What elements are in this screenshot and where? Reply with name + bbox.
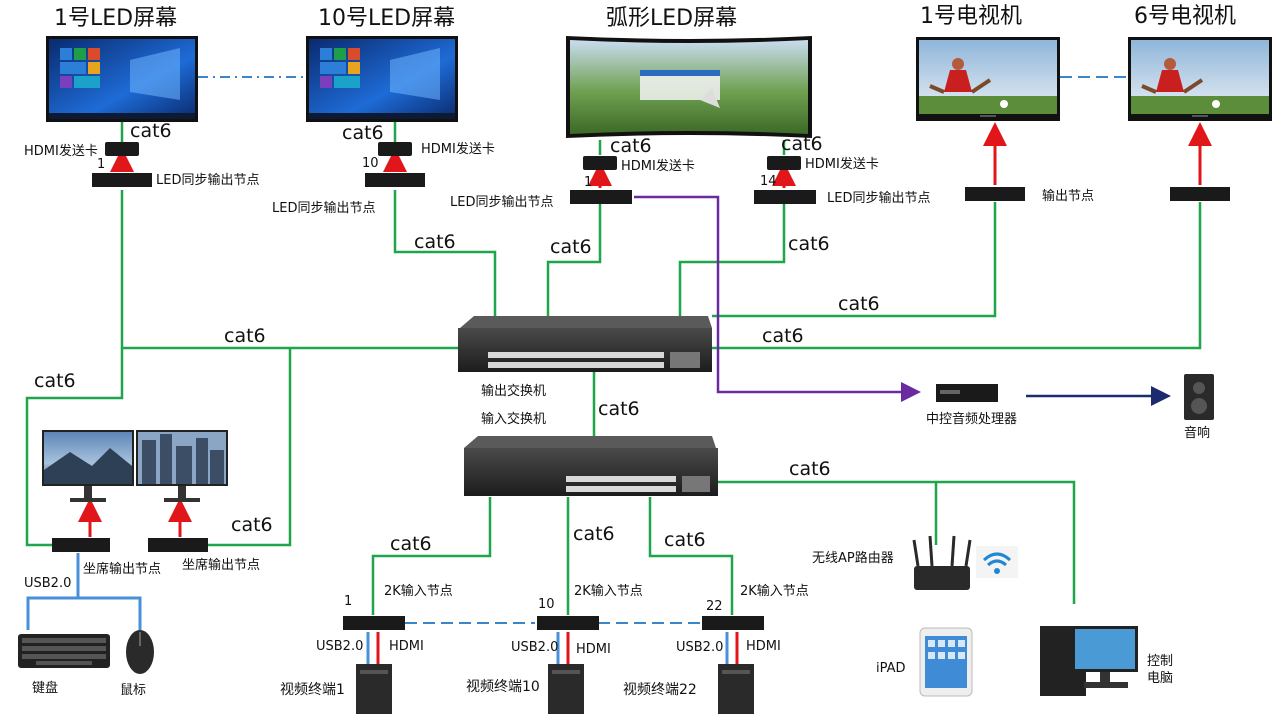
cat6-label: cat6 [598, 398, 640, 420]
tv1-title: 1号电视机 [920, 4, 1022, 29]
keyboard-icon [18, 634, 110, 668]
tv1-screen [916, 37, 1060, 121]
input-node-2k-label: 2K输入节点 [574, 584, 643, 599]
cat6-label: cat6 [34, 370, 76, 392]
led1-title: 1号LED屏幕 [54, 6, 178, 31]
cat6-label: cat6 [789, 458, 831, 480]
control-pc-icon [1040, 626, 1138, 696]
led10-title: 10号LED屏幕 [318, 6, 456, 31]
usb-label: USB2.0 [511, 640, 559, 655]
hdmi-sender-label: HDMI发送卡 [24, 144, 98, 159]
curved-led-title: 弧形LED屏幕 [606, 6, 738, 31]
wireless-ap-label: 无线AP路由器 [812, 551, 894, 566]
output-switch-label: 输出交换机 [481, 384, 547, 399]
terminal22-tower [718, 664, 754, 714]
cat6-label: cat6 [788, 233, 830, 255]
seat-output-node-label: 坐席输出节点 [182, 558, 261, 573]
cat6-label: cat6 [762, 325, 804, 347]
cat6-label: cat6 [390, 533, 432, 555]
ipad-label: iPAD [876, 661, 906, 676]
led10-screen [306, 36, 458, 122]
cat6-label: cat6 [550, 236, 592, 258]
hdmi-label: HDMI [389, 639, 424, 654]
cat6-label: cat6 [130, 120, 172, 142]
signal-arrows [78, 122, 1212, 664]
node-boxes [52, 142, 1230, 630]
curved-led-screen [566, 36, 812, 138]
dash-links [198, 76, 1126, 624]
hdmi-sender-label: HDMI发送卡 [621, 159, 695, 174]
cat6-lines [25, 122, 1202, 615]
central-audio-label: 中控音频处理器 [926, 412, 1018, 427]
led-sync-node-label: LED同步输出节点 [156, 173, 260, 188]
input-switch [464, 436, 718, 496]
output-node-label: 输出节点 [1042, 189, 1095, 204]
speaker-label: 音响 [1184, 426, 1211, 441]
usb-label: USB2.0 [24, 576, 72, 591]
speaker-icon [1184, 374, 1214, 420]
mouse-label: 鼠标 [120, 683, 147, 698]
keyboard-label: 键盘 [32, 681, 59, 696]
usb-lines [26, 553, 729, 664]
audio-path [634, 195, 921, 402]
control-pc-label: 控制 电脑 [1147, 654, 1174, 686]
node-number: 14 [760, 174, 777, 189]
router-icon [912, 535, 972, 590]
cat6-label: cat6 [781, 133, 823, 155]
input-node-2k-label: 2K输入节点 [740, 584, 809, 599]
cat6-label: cat6 [610, 135, 652, 157]
hdmi-sender-label: HDMI发送卡 [805, 157, 879, 172]
terminal22-label: 视频终端22 [623, 682, 697, 698]
hdmi-label: HDMI [746, 639, 781, 654]
hdmi-sender-label: HDMI发送卡 [421, 142, 495, 157]
node-number: 22 [706, 599, 723, 614]
cat6-label: cat6 [342, 122, 384, 144]
terminal1-label: 视频终端1 [280, 682, 345, 698]
usb-label: USB2.0 [676, 640, 724, 655]
terminal10-tower [548, 664, 584, 714]
cat6-label: cat6 [838, 293, 880, 315]
terminal10-label: 视频终端10 [466, 679, 540, 695]
cat6-label: cat6 [224, 325, 266, 347]
node-number: 10 [538, 597, 555, 612]
terminal1-tower [356, 664, 392, 714]
seat-monitor-2 [136, 430, 228, 502]
led1-screen [46, 36, 198, 122]
node-number: 1 [344, 594, 353, 609]
input-node-2k-label: 2K输入节点 [384, 584, 453, 599]
mouse-icon [126, 630, 154, 674]
node-number: 1 [584, 175, 593, 190]
cat6-label: cat6 [231, 514, 273, 536]
node-number: 1 [97, 157, 106, 172]
usb-label: USB2.0 [316, 639, 364, 654]
central-audio-processor [936, 384, 998, 402]
tv6-screen [1128, 37, 1272, 121]
led-sync-node-label: LED同步输出节点 [272, 201, 376, 216]
seat-monitor-1 [42, 430, 134, 502]
output-switch [458, 316, 712, 372]
cat6-label: cat6 [414, 231, 456, 253]
seat-output-node-label: 坐席输出节点 [83, 562, 162, 577]
ipad-icon [919, 627, 973, 697]
input-switch-label: 输入交换机 [481, 412, 547, 427]
cat6-label: cat6 [573, 523, 615, 545]
led-sync-node-label: LED同步输出节点 [450, 195, 554, 210]
node-number: 10 [362, 156, 379, 171]
led-sync-node-label: LED同步输出节点 [827, 191, 931, 206]
wifi-icon [976, 546, 1018, 578]
hdmi-label: HDMI [576, 642, 611, 657]
tv6-title: 6号电视机 [1134, 4, 1236, 29]
cat6-label: cat6 [664, 529, 706, 551]
